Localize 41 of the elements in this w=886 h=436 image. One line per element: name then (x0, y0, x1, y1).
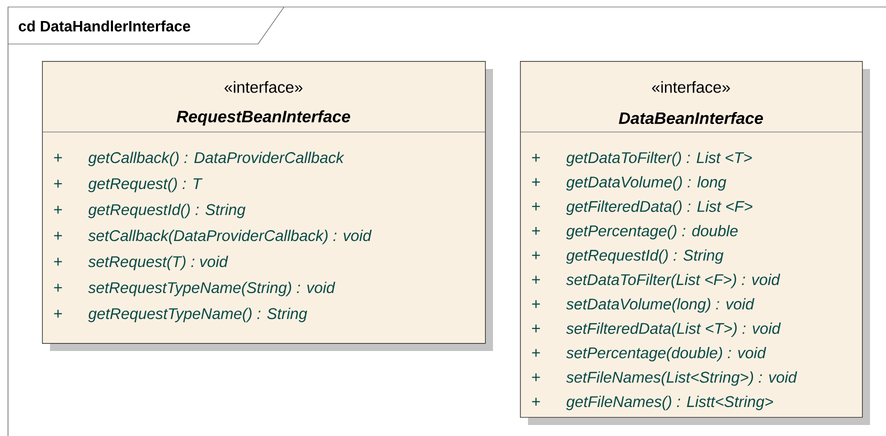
visibility-marker: + (532, 373, 540, 382)
operation-text: getRequest() : T (88, 178, 203, 192)
visibility-marker: + (532, 324, 540, 332)
visibility-marker: + (532, 202, 540, 210)
visibility-marker: + (532, 276, 540, 284)
operation-text: getFilteredData() : List <F> (566, 200, 752, 215)
class-name: RequestBeanInterface (176, 110, 350, 126)
operation-text: setCallback(DataProviderCallback) : void (88, 230, 372, 244)
operation-text: getRequestTypeName() : String (88, 308, 308, 322)
visibility-marker: + (54, 206, 62, 214)
visibility-marker: + (54, 258, 62, 266)
operation-text: getDataVolume() : long (566, 176, 726, 191)
visibility-marker: + (532, 178, 540, 186)
visibility-marker: + (532, 398, 540, 406)
operation-text: getRequestId() : String (566, 249, 724, 264)
operation-text: setDataToFilter(List <F>) : void (566, 274, 780, 288)
operation-text: setRequestTypeName(String) : void (88, 282, 336, 296)
visibility-marker: + (532, 226, 540, 235)
visibility-marker: + (54, 154, 62, 162)
operation-text: setFileNames(List<String>) : void (566, 371, 798, 386)
visibility-marker: + (54, 284, 62, 292)
operation-text: setFilteredData(List <T>) : void (566, 322, 781, 337)
visibility-marker: + (532, 154, 540, 162)
frame-title: cd DataHandlerInterface (18, 20, 190, 32)
visibility-marker: + (532, 348, 540, 357)
operation-text: setRequest(T) : void (88, 256, 228, 270)
operation-text: getFileNames() : Listt<String> (566, 396, 773, 410)
class-name: DataBeanInterface (618, 112, 763, 124)
visibility-marker: + (54, 180, 62, 188)
operation-text: getDataToFilter() : List <T> (566, 152, 752, 166)
visibility-marker: + (54, 310, 62, 318)
stereotype-label: «interface» (652, 81, 730, 93)
operation-text: getPercentage() : double (566, 224, 738, 240)
operation-text: getCallback() : DataProviderCallback (88, 152, 344, 166)
operation-text: setDataVolume(long) : void (566, 298, 754, 313)
visibility-marker: + (54, 232, 62, 240)
operation-text: getRequestId() : String (88, 204, 246, 218)
visibility-marker: + (532, 300, 540, 308)
stereotype-label: «interface» (224, 81, 302, 93)
visibility-marker: + (532, 251, 540, 260)
operation-text: setPercentage(double) : void (566, 346, 766, 362)
